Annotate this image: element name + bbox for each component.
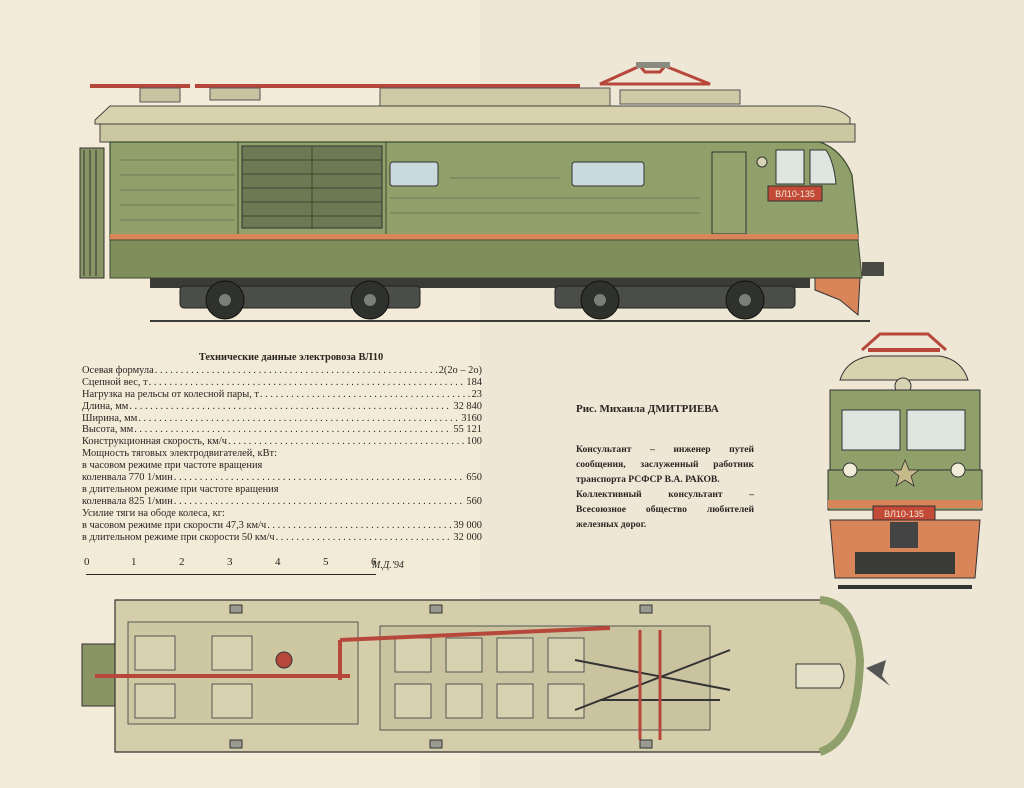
spec-row: в длительном режиме при скорости 50 км/ч… bbox=[82, 532, 482, 544]
spec-row: коленвала 825 1/мин 560 bbox=[82, 496, 482, 508]
spec-value: 23 bbox=[471, 388, 482, 400]
spec-row: Конструкционная скорость, км/ч 100 bbox=[82, 436, 482, 448]
spec-label: Сцепной вес, т bbox=[82, 376, 148, 388]
spec-label: коленвала 770 1/мин bbox=[82, 472, 173, 484]
spec-value: 650 bbox=[466, 472, 482, 484]
spec-row: коленвала 770 1/мин 650 bbox=[82, 472, 482, 484]
scale-tick: 1 bbox=[131, 556, 137, 568]
spec-label: в часовом режиме при частоте вращения bbox=[82, 460, 263, 472]
spec-value: 39 000 bbox=[453, 519, 482, 531]
spec-row: Длина, мм 32 840 bbox=[82, 401, 482, 413]
scale-tick: 6 bbox=[371, 556, 377, 568]
scale-bar: 0 1 2 3 4 5 6 bbox=[80, 556, 390, 586]
spec-value: 184 bbox=[466, 376, 482, 388]
artist-signature: М.Д.'94 bbox=[372, 560, 404, 571]
spec-label: Осевая формула bbox=[82, 364, 154, 376]
spec-value: 32 000 bbox=[453, 531, 482, 543]
spec-label: Мощность тяговых электродвигателей, кВт: bbox=[82, 448, 277, 460]
illustrator-credit: Рис. Михаила ДМИТРИЕВА bbox=[576, 403, 719, 415]
scale-tick: 0 bbox=[84, 556, 90, 568]
scale-line bbox=[86, 574, 376, 575]
consultant-text: Консультант – инженер путей сообщения, з… bbox=[576, 444, 754, 485]
spec-label: Конструкционная скорость, км/ч bbox=[82, 436, 227, 448]
scale-tick: 5 bbox=[323, 556, 329, 568]
spec-row: Сцепной вес, т 184 bbox=[82, 377, 482, 389]
spec-label: Высота, мм bbox=[82, 424, 134, 436]
spec-label: коленвала 825 1/мин bbox=[82, 495, 173, 507]
spec-label: в длительном режиме при скорости 50 км/ч bbox=[82, 531, 275, 543]
spec-row: в часовом режиме при частоте вращения bbox=[82, 460, 482, 472]
spec-value: 560 bbox=[466, 495, 482, 507]
spec-row: Мощность тяговых электродвигателей, кВт: bbox=[82, 448, 482, 460]
spec-label: в длительном режиме при частоте вращения bbox=[82, 483, 279, 495]
side-view: ВЛ10-135 bbox=[79, 62, 884, 322]
side-number-plate: ВЛ10-135 bbox=[775, 189, 815, 199]
spec-label: Нагрузка на рельсы от колесной пары, т bbox=[82, 388, 259, 400]
consultants-note: Консультант – инженер путей сообщения, з… bbox=[576, 442, 754, 532]
collective-consultant-text: Коллективный консультант – Всесоюзное об… bbox=[576, 489, 754, 530]
spec-value: 55 121 bbox=[453, 424, 482, 436]
spec-label: Ширина, мм bbox=[82, 412, 138, 424]
scale-tick: 3 bbox=[227, 556, 233, 568]
spec-label: Длина, мм bbox=[82, 400, 129, 412]
plan-view bbox=[81, 596, 890, 756]
front-view: ВЛ10-135 bbox=[827, 332, 983, 589]
spec-row: в часовом режиме при скорости 47,3 км/ч 3… bbox=[82, 520, 482, 532]
spec-value: 2(2o – 2o) bbox=[438, 364, 482, 376]
spec-value: 3160 bbox=[461, 412, 482, 424]
scale-tick: 2 bbox=[179, 556, 185, 568]
spec-label: в часовом режиме при скорости 47,3 км/ч bbox=[82, 519, 267, 531]
spec-value: 100 bbox=[466, 436, 482, 448]
spec-row: Осевая формула 2(2o – 2o) bbox=[82, 365, 482, 377]
spec-row: Ширина, мм 3160 bbox=[82, 413, 482, 425]
spec-row: в длительном режиме при частоте вращения bbox=[82, 484, 482, 496]
spec-row: Усилие тяги на ободе колеса, кг: bbox=[82, 508, 482, 520]
spec-row: Нагрузка на рельсы от колесной пары, т 23 bbox=[82, 389, 482, 401]
spec-label: Усилие тяги на ободе колеса, кг: bbox=[82, 507, 225, 519]
technical-data-table: Технические данные электровоза ВЛ10 Осев… bbox=[82, 352, 482, 544]
front-number-plate: ВЛ10-135 bbox=[884, 509, 924, 519]
spec-value: 32 840 bbox=[453, 400, 482, 412]
scale-tick: 4 bbox=[275, 556, 281, 568]
specs-title: Технические данные электровоза ВЛ10 bbox=[198, 352, 384, 363]
spec-row: Высота, мм 55 121 bbox=[82, 424, 482, 436]
